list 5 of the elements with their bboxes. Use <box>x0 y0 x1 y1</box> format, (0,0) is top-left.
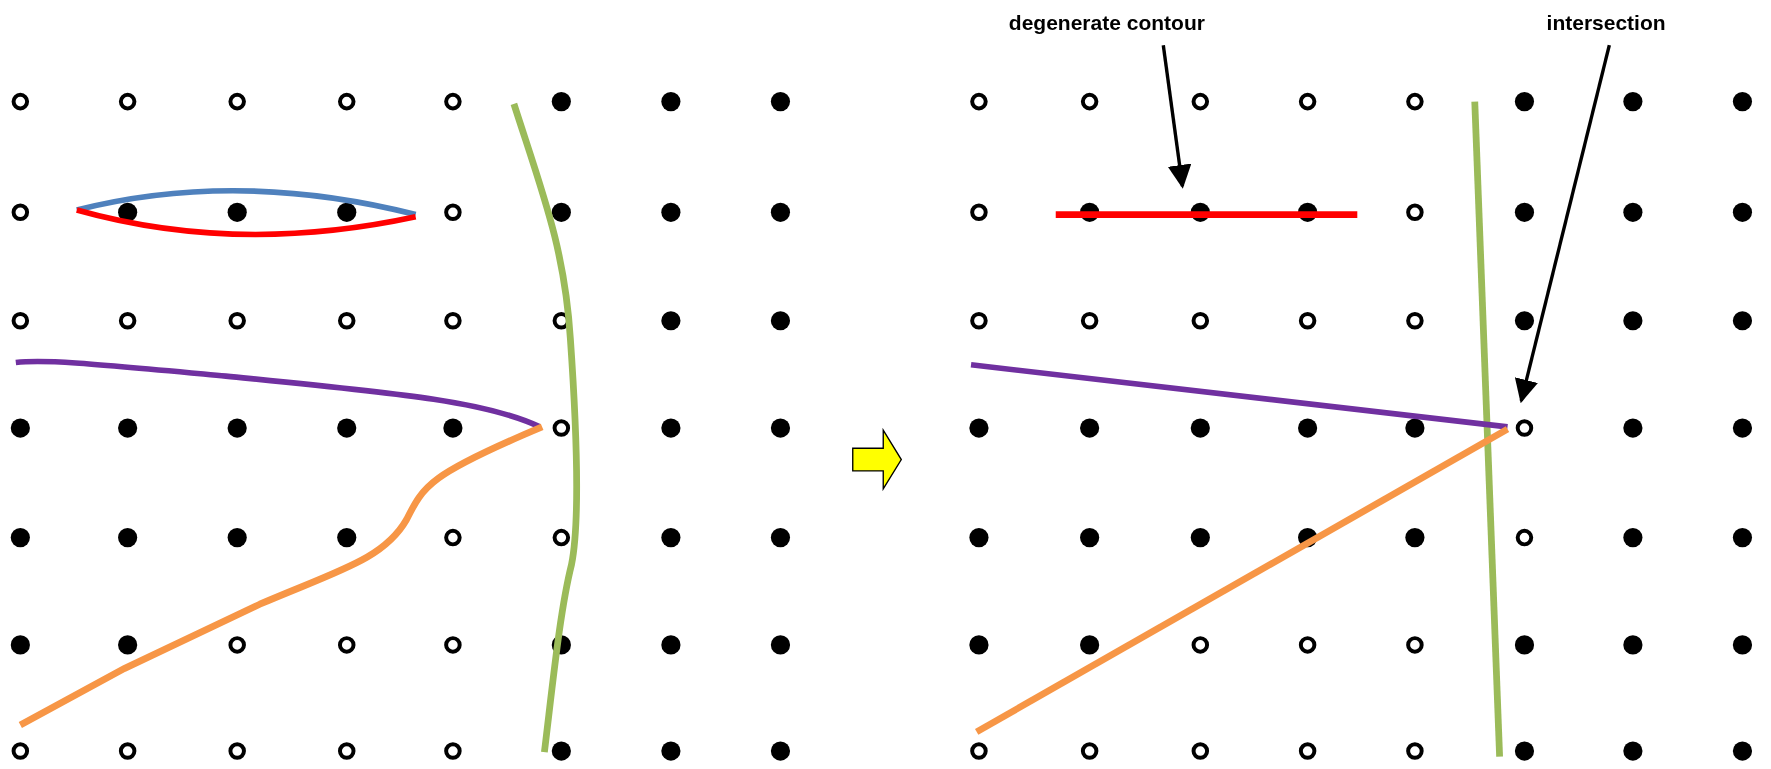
leader-arrow <box>1514 44 1611 404</box>
annotation-text: degenerate contour <box>1008 9 1205 36</box>
annotation-text: intersection <box>1546 9 1666 36</box>
block-arrow <box>852 427 903 492</box>
leader-arrow <box>1161 44 1192 189</box>
